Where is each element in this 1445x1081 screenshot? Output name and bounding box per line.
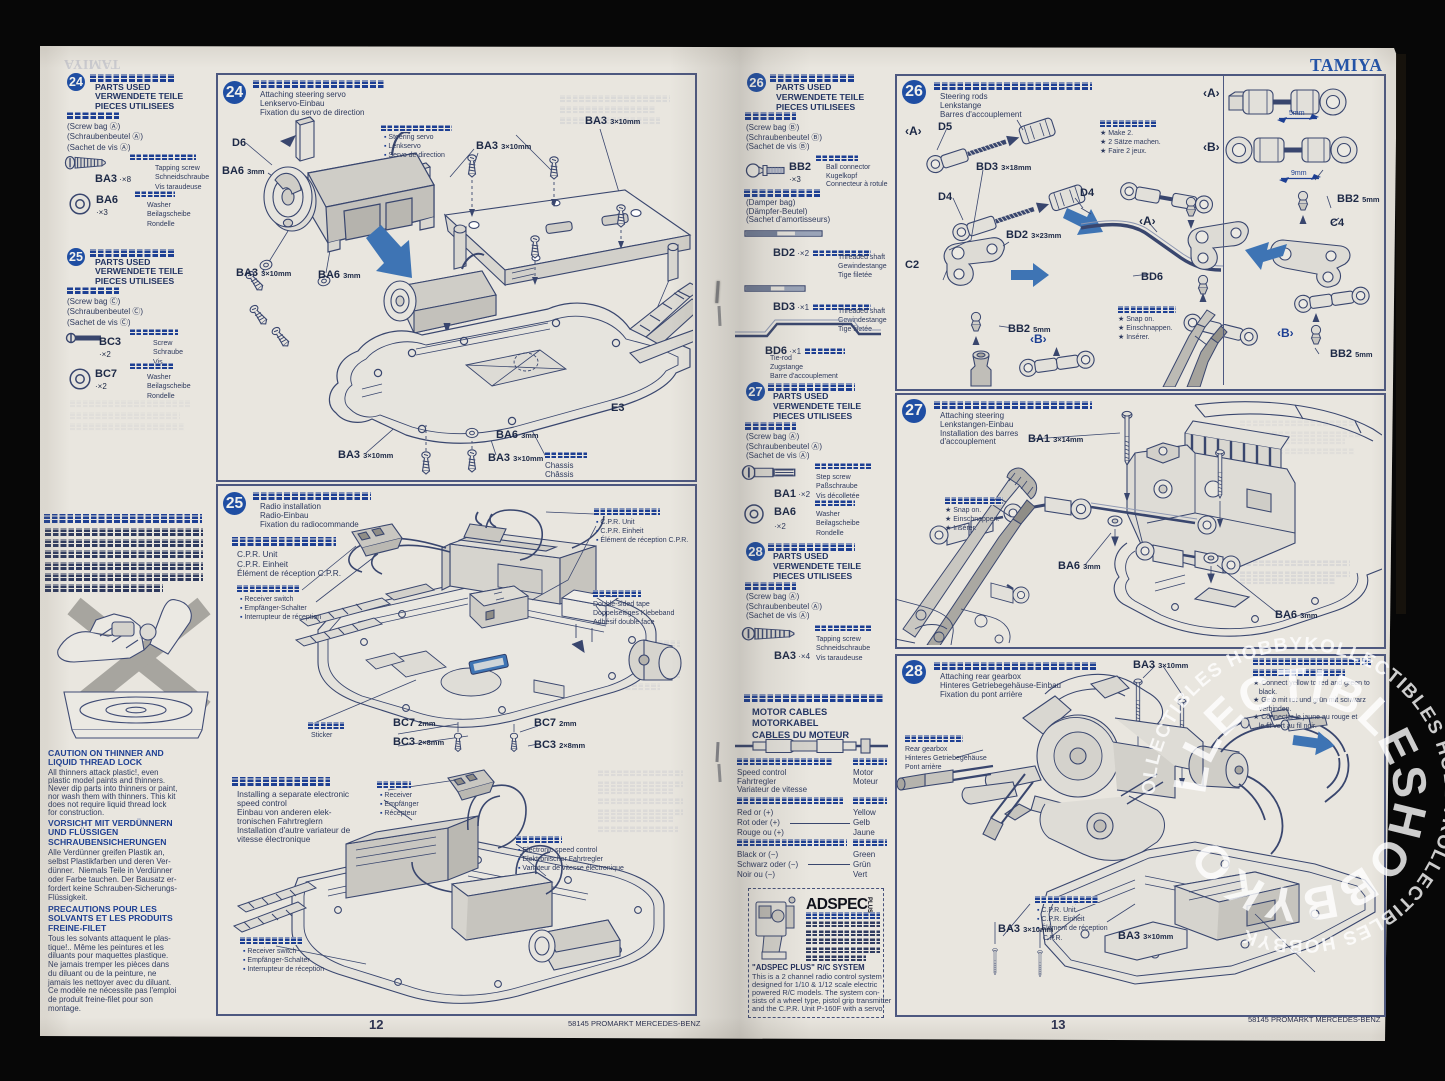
svg-text:9mm: 9mm: [1291, 170, 1307, 177]
svg-text:LLECTIBLESHOBBYKO: LLECTIBLESHOBBYKO: [1162, 657, 1438, 933]
svg-text:5mm: 5mm: [1289, 110, 1305, 117]
